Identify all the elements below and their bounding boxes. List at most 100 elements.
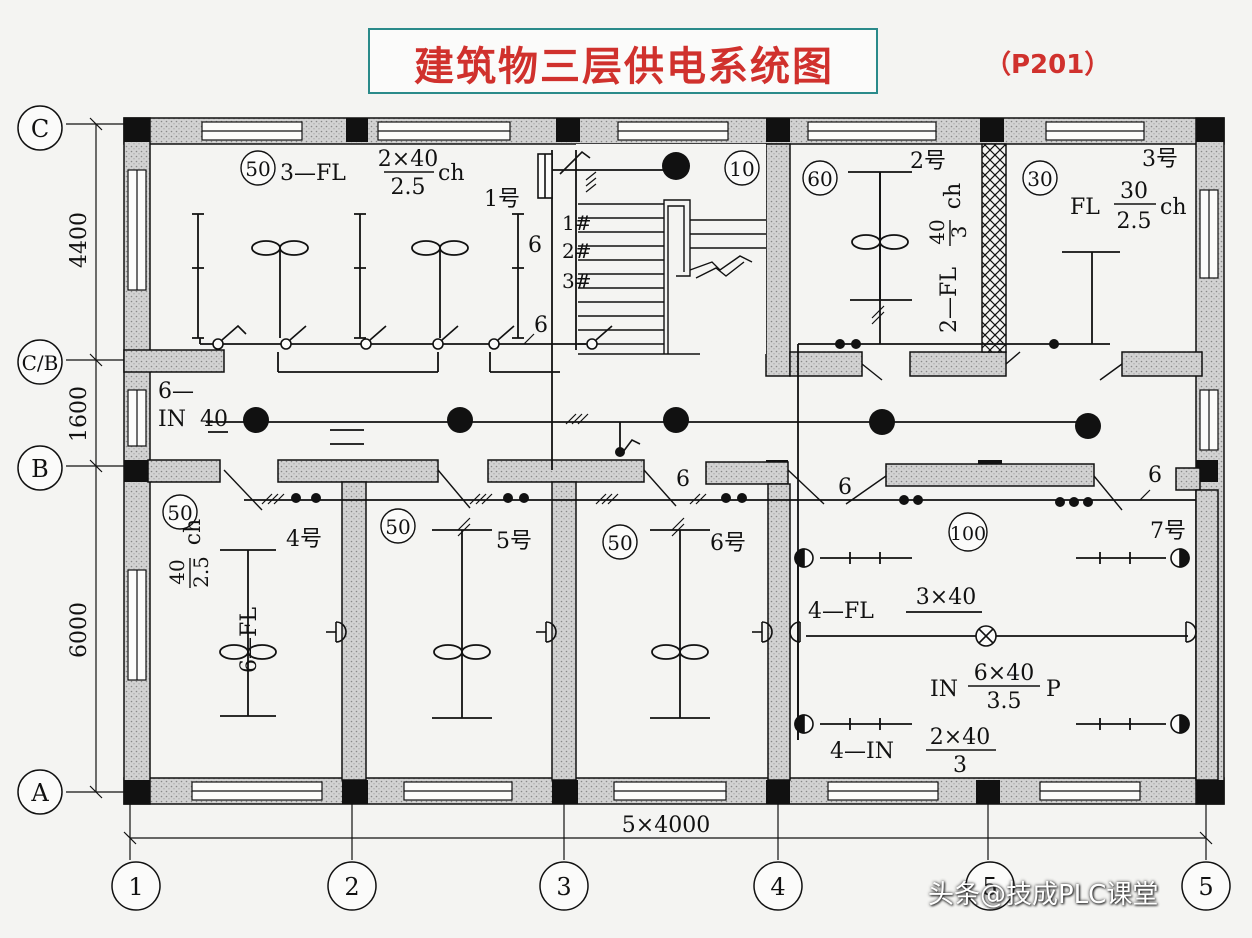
door-swings [223, 351, 1123, 511]
label-fl-3: FL [1070, 195, 1100, 220]
label-no4: 4号 [286, 527, 322, 552]
label-six-d: 6 [838, 475, 852, 500]
diagram-title: 建筑物三层供电系统图 [414, 44, 834, 90]
axis-bubble-6: 5 [1181, 861, 1231, 911]
svg-text:30: 30 [1027, 167, 1052, 191]
svg-text:50: 50 [385, 515, 410, 539]
label-2-fl-den: 3 [947, 226, 971, 239]
room-lux-30: 30 [1022, 160, 1058, 196]
column-axis-bubbles: 1 2 3 4 5 5 [111, 861, 1231, 911]
label-4-in-num: 2×40 [930, 725, 990, 750]
label-corridor-in: IN [158, 407, 186, 432]
label-in-p: IN [930, 677, 958, 702]
axis-bubble-c: C [17, 105, 63, 151]
row-axis-bubbles: C C/B B A [17, 105, 63, 815]
label-six-b: 6 [534, 313, 548, 338]
label-2-fl-num: 40 [925, 219, 949, 244]
label-3-fl-num: 2×40 [378, 147, 438, 172]
axis-bubble-1: 1 [111, 861, 161, 911]
axis-bubble-2: 2 [327, 861, 377, 911]
room-lux-bubbles: 50 10 60 30 50 50 50 100 [162, 150, 1058, 560]
label-2-fl: 2—FL [937, 267, 962, 333]
room-lux-50-b: 50 [162, 494, 198, 530]
svg-text:100: 100 [950, 523, 986, 545]
label-six-c: 6 [676, 467, 690, 492]
label-stair-3: 3# [562, 269, 591, 293]
pull-switch-icons [291, 339, 1093, 507]
socket-icon [794, 548, 814, 568]
switch-icons [212, 150, 641, 457]
socket-icon [1170, 714, 1190, 734]
label-in-p-den: 3.5 [987, 689, 1022, 714]
label-six-e: 6 [1148, 463, 1162, 488]
svg-text:C: C [31, 115, 49, 143]
title-box [368, 28, 878, 94]
interior-walls [123, 143, 1219, 781]
svg-text:A: A [30, 779, 49, 807]
lamp-icon [1075, 413, 1101, 439]
dim-1600: 1600 [67, 386, 92, 442]
lamp-icon [663, 407, 689, 433]
fan-icon [651, 644, 709, 660]
label-six-a: 6 [528, 233, 542, 258]
svg-text:50: 50 [607, 531, 632, 555]
label-3-fl-den: 2.5 [391, 175, 426, 200]
axis-bubble-4: 4 [753, 861, 803, 911]
wire-tick-marks [261, 171, 1151, 537]
label-no6: 6号 [710, 531, 746, 556]
svg-text:10: 10 [729, 157, 754, 181]
label-3-fl: 3—FL [280, 161, 346, 186]
label-6-fl-num: 40 [165, 559, 189, 584]
label-no2: 2号 [910, 149, 946, 174]
label-corridor-num: 40 [200, 407, 228, 432]
label-corridor-count: 6— [158, 379, 194, 404]
svg-text:C/B: C/B [22, 351, 59, 375]
label-2-fl-suffix: ch [941, 183, 966, 210]
socket-icon [794, 714, 814, 734]
watermark: 头条@技成PLC课堂 [928, 880, 1159, 910]
room-lux-100: 100 [948, 512, 988, 552]
svg-text:3: 3 [556, 873, 571, 901]
svg-text:5: 5 [1198, 873, 1213, 901]
fan-icon [219, 644, 277, 660]
socket-icon [1170, 548, 1190, 568]
axis-bubble-3: 3 [539, 861, 589, 911]
label-no3: 3号 [1142, 147, 1178, 172]
axis-bubble-cb: C/B [17, 339, 63, 385]
fan-icon [851, 234, 909, 250]
windows [127, 121, 1219, 801]
fan-icon [411, 240, 469, 338]
label-stair-2: 2# [562, 239, 591, 263]
label-fl-3-den: 2.5 [1117, 209, 1152, 234]
label-no7: 7号 [1150, 519, 1186, 544]
label-in-p-suffix: P [1046, 677, 1061, 702]
label-stair-1: 1# [562, 211, 591, 235]
lamp-icon [662, 152, 690, 180]
label-4-in-den: 3 [953, 753, 967, 778]
dim-4400: 4400 [67, 212, 92, 268]
dim-5x4000: 5×4000 [622, 813, 710, 838]
label-4-in: 4—IN [830, 739, 894, 764]
room-lux-10: 10 [724, 150, 760, 186]
label-no5: 5号 [496, 529, 532, 554]
lamp-icon [447, 407, 473, 433]
svg-text:4: 4 [770, 873, 785, 901]
label-4-fl-num: 3×40 [916, 585, 976, 610]
label-6-fl-den: 2.5 [189, 556, 213, 588]
label-no1: 1号 [484, 187, 520, 212]
axis-bubble-b: B [17, 445, 63, 491]
svg-text:B: B [31, 455, 49, 483]
room-lux-60: 60 [802, 160, 838, 196]
page-reference: （P201） [985, 50, 1111, 80]
fluorescent-fixtures [192, 171, 1166, 730]
axis-bubble-5: 5 [965, 861, 1015, 911]
lamp-icon [243, 407, 269, 433]
axis-bubble-a: A [17, 769, 63, 815]
dimension-lines [66, 117, 1213, 860]
lamp-icons [243, 152, 1101, 439]
label-6-fl-suffix: ch [181, 519, 206, 546]
label-4-fl: 4—FL [808, 599, 874, 624]
exhaust-fan-icon [975, 625, 997, 647]
